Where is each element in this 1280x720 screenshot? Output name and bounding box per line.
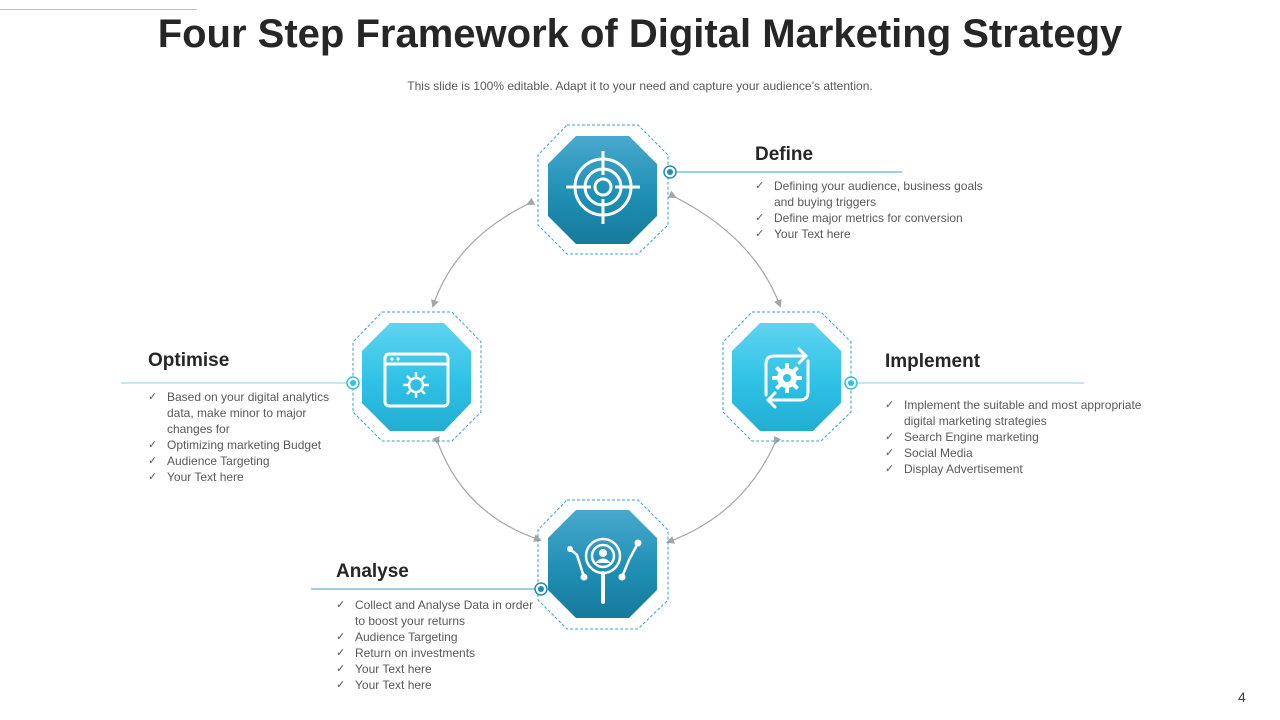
list-item: Return on investments — [336, 645, 536, 661]
list-item: Defining your audience, business goals a… — [755, 178, 995, 210]
list-item: Audience Targeting — [148, 453, 353, 469]
corner-decoration-line — [0, 9, 197, 10]
gear-cycle-icon — [764, 347, 810, 409]
list-item: Display Advertisement — [885, 461, 1155, 477]
arrow-optimise-analyse — [432, 435, 542, 542]
list-item: Define major metrics for conversion — [755, 210, 995, 226]
optimise-node — [346, 311, 482, 442]
page-number: 4 — [1238, 689, 1246, 705]
list-item: Implement the suitable and most appropri… — [885, 397, 1155, 429]
analyse-node — [534, 499, 669, 630]
browser-gear-icon — [383, 352, 450, 408]
magnifier-analytics-icon — [568, 537, 640, 604]
list-item: Audience Targeting — [336, 629, 536, 645]
list-item: Based on your digital analytics data, ma… — [148, 389, 353, 437]
target-icon — [566, 151, 640, 224]
implement-title: Implement — [885, 351, 981, 372]
implement-node — [722, 311, 858, 442]
arrow-define-optimise — [431, 197, 536, 308]
define-node — [537, 124, 677, 255]
slide-subtitle: This slide is 100% editable. Adapt it to… — [407, 79, 873, 93]
list-item: Your Text here — [336, 677, 536, 693]
list-item: Your Text here — [336, 661, 536, 677]
list-item: Your Text here — [148, 469, 353, 485]
cycle-arrows — [431, 190, 782, 544]
list-item: Search Engine marketing — [885, 429, 1155, 445]
gear-shape — [772, 363, 802, 393]
list-item: Your Text here — [755, 226, 995, 242]
analyse-bullets: Collect and Analyse Data in order to boo… — [336, 597, 536, 693]
list-item: Social Media — [885, 445, 1155, 461]
implement-bullets: Implement the suitable and most appropri… — [885, 397, 1155, 477]
list-item: Collect and Analyse Data in order to boo… — [336, 597, 536, 629]
arrow-define-implement — [667, 190, 782, 308]
list-item: Optimizing marketing Budget — [148, 437, 353, 453]
arrow-implement-analyse — [666, 435, 782, 544]
define-title: Define — [755, 144, 814, 165]
optimise-bullets: Based on your digital analytics data, ma… — [148, 389, 353, 485]
analyse-title: Analyse — [336, 561, 409, 582]
leader-lines — [121, 171, 1084, 590]
optimise-title: Optimise — [148, 350, 230, 371]
define-bullets: Defining your audience, business goals a… — [755, 178, 995, 242]
slide-title: Four Step Framework of Digital Marketing… — [157, 12, 1123, 56]
